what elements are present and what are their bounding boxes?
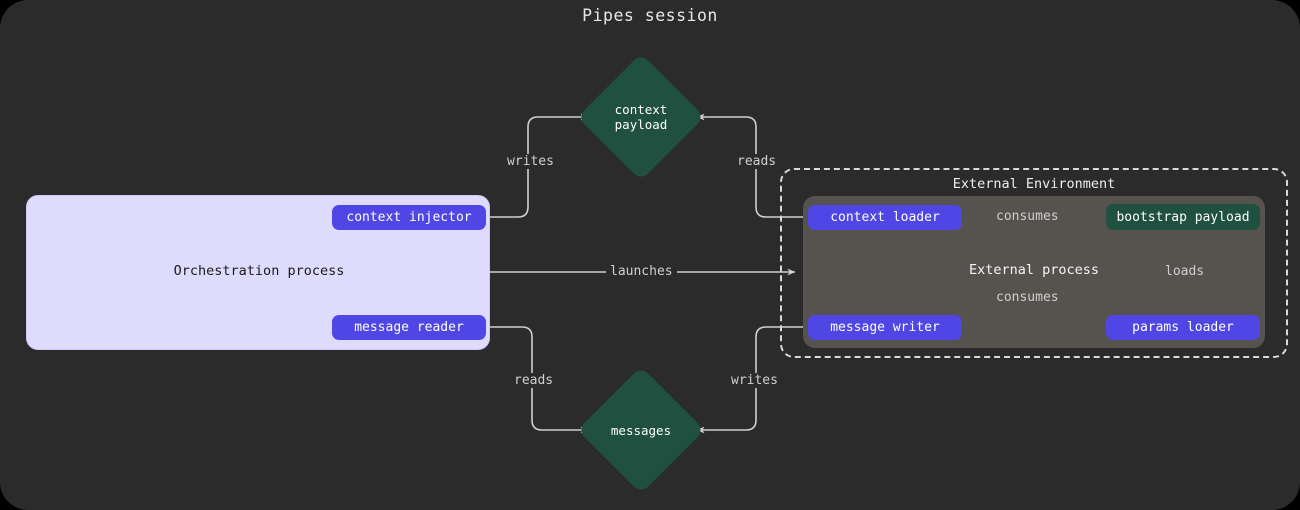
page-title: Pipes session [582,6,718,25]
edge-label-writes-messages: writes [727,373,782,388]
edge-label-reads-messages: reads [510,373,558,388]
node-messages[interactable]: messages [577,366,705,494]
edge-label-consumes-bottom: consumes [992,290,1063,305]
external-environment-label: External Environment [952,176,1116,192]
node-context-payload-label: context payload [614,102,668,132]
node-message-reader[interactable]: message reader [332,315,486,340]
node-context-loader[interactable]: context loader [808,205,962,230]
node-messages-label: messages [610,422,672,438]
external-environment-box: External Environment [780,168,1288,358]
edge-label-loads: loads [1161,264,1209,279]
orchestration-process-label: Orchestration process [173,263,345,279]
node-context-payload[interactable]: context payload [577,53,705,181]
node-bootstrap-payload[interactable]: bootstrap payload [1106,204,1260,230]
node-context-injector[interactable]: context injector [332,205,486,230]
edge-label-launches: launches [606,264,677,279]
external-process-label: External process [968,262,1100,278]
edge-label-consumes-top: consumes [992,209,1063,224]
edge-label-reads-context: reads [733,154,781,169]
edge-label-writes-context: writes [503,154,558,169]
node-message-writer[interactable]: message writer [808,315,962,340]
node-params-loader[interactable]: params loader [1106,315,1260,340]
